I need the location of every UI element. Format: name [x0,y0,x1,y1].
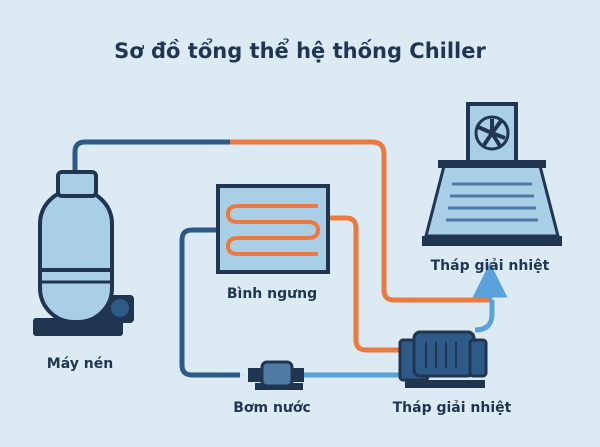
label-cooling-tower: Tháp giải nhiệt [431,258,550,274]
pipe-compressor-outlet [72,139,230,172]
page-title: Sơ đồ tổng thể hệ thống Chiller [114,38,486,63]
label-motor-pump: Tháp giải nhiệt [393,400,512,416]
motor-pump [398,330,488,388]
pipe-condenser-to-motor [328,215,400,353]
cooling-tower [422,102,562,246]
water-pump [248,360,304,390]
label-condenser: Bình ngưng [227,286,317,302]
condenser [216,184,330,274]
pipe-hot-refrigerant [230,139,490,303]
compressor [33,170,134,336]
pipe-motor-to-tower [474,300,495,333]
label-compressor: Máy nén [47,356,113,372]
label-pump: Bơm nước [233,400,311,416]
